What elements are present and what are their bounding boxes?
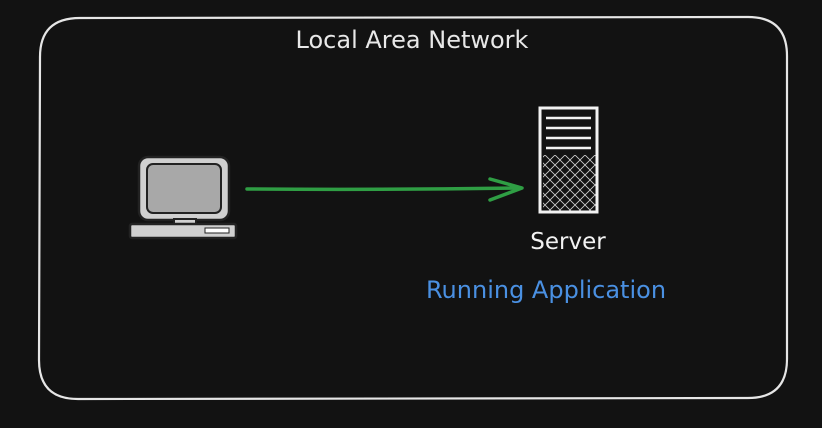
server-outline [538, 106, 599, 214]
network-title: Local Area Network [295, 26, 529, 54]
server-tower-icon [538, 106, 599, 214]
connection-arrow [245, 177, 524, 202]
server-hatch-fill [543, 155, 597, 211]
server-label: Server [530, 229, 606, 255]
desktop-computer-icon [128, 155, 238, 240]
computer-drive-slot [204, 227, 230, 234]
network-boundary [37, 15, 789, 401]
computer-screen [146, 163, 222, 214]
server-status-label: Running Application [425, 276, 667, 304]
